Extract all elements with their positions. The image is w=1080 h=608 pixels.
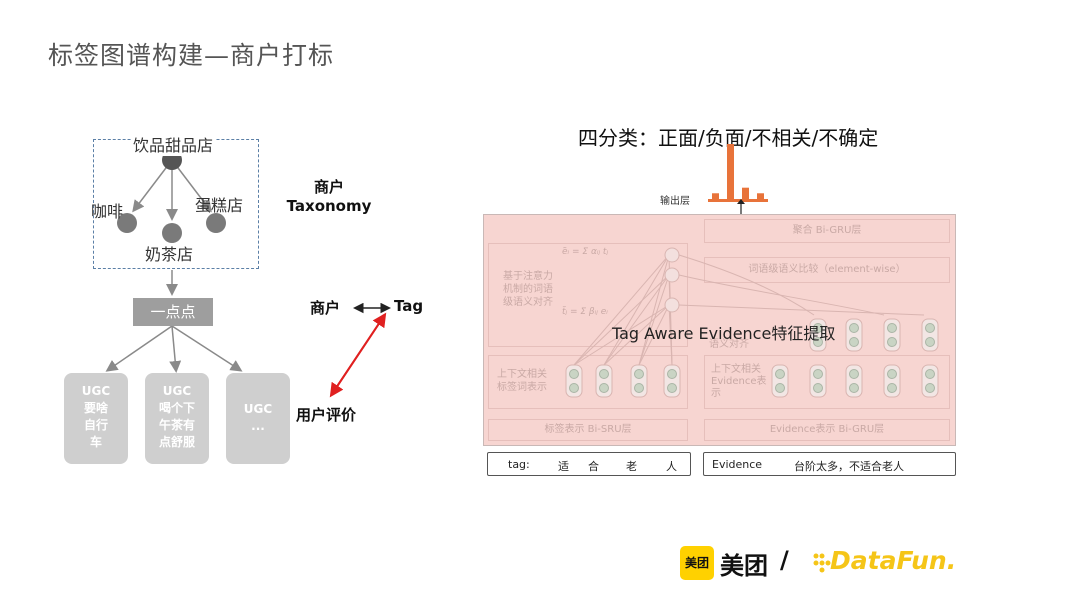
tag-label: tag:: [508, 458, 530, 471]
relation-user-review: 用户评价: [296, 406, 357, 424]
node-milktea-label: 奶茶店: [145, 245, 194, 264]
edge-shop-ugc2: [169, 325, 182, 373]
meituan-logo-text: 美团: [720, 552, 768, 580]
output-bar: [757, 193, 764, 200]
left-context-panel: 上下文相关 标签词表示: [488, 355, 688, 409]
ugc-card: UGC ...: [226, 373, 290, 464]
tag-encoder-layer: 标签表示 Bi-SRU层: [488, 419, 688, 441]
relation-merchant: 商户: [310, 299, 341, 317]
relation-arrows: [329, 302, 391, 398]
edge-shop-ugc3: [171, 325, 243, 372]
tag-char: 合: [588, 460, 599, 473]
overlay-title: Tag Aware Evidence特征提取: [612, 324, 836, 343]
node-milktea: [162, 223, 182, 243]
evidence-input-box: Evidence 台阶太多，不适合老人: [703, 452, 956, 476]
node-coffee: [117, 213, 137, 233]
evidence-text: 台阶太多，不适合老人: [794, 460, 904, 473]
rnn-cell: [883, 364, 901, 398]
formula-2: t̃ⱼ = Σ βᵢⱼ eᵢ: [562, 307, 608, 317]
cell-groups: [565, 318, 939, 398]
rnn-cell: [771, 364, 789, 398]
red-arrow-up: [331, 312, 387, 395]
edge-root-cake: [171, 159, 212, 213]
tag-char: 人: [666, 460, 677, 473]
rnn-cell: [921, 364, 939, 398]
rnn-cell: [595, 364, 613, 398]
meituan-logo-badge: 美团: [680, 546, 714, 580]
right-context-panel: 上下文相关 Evidence表 示: [704, 355, 950, 409]
model-box: 聚合 Bi-GRU层 词语级语义比较（element-wise） 基于注意力 机…: [483, 214, 956, 446]
rnn-cell: [630, 364, 648, 398]
datafun-logo-text: DataFun.: [830, 546, 957, 575]
rnn-cell: [565, 364, 583, 398]
align-label: 语义对齐: [709, 339, 749, 350]
edge-shop-ugc1: [105, 325, 173, 372]
output-layer-label: 输出层: [660, 196, 690, 207]
output-bars: [708, 144, 768, 202]
edge-root-coffee: [132, 159, 173, 213]
brand-slash: /: [780, 546, 789, 574]
node-cake-label: 蛋糕店: [195, 196, 244, 215]
output-bar: [712, 193, 719, 200]
rnn-cell: [809, 318, 827, 352]
taxonomy-label: 商户 Taxonomy: [286, 178, 372, 215]
output-arrow: [737, 199, 745, 214]
rnn-cell: [845, 364, 863, 398]
page-title: 标签图谱构建—商户打标: [48, 41, 335, 70]
formula-1: ẽᵢ = Σ αᵢⱼ tⱼ: [562, 247, 609, 257]
node-cake: [206, 213, 226, 233]
shop-box: 一点点: [133, 298, 213, 326]
output-bar: [742, 187, 749, 200]
datafun-dots-icon: [813, 553, 831, 573]
tag-char: 老: [626, 460, 637, 473]
tag-input-box: tag: 适 合 老 人: [487, 452, 691, 476]
relation-tag: Tag: [394, 297, 424, 315]
tag-char: 适: [558, 460, 569, 473]
evidence-encoder-layer: Evidence表示 Bi-GRU层: [704, 419, 950, 441]
rnn-cell: [845, 318, 863, 352]
output-bar-base: [708, 199, 768, 202]
ugc-card: UGC 喝个下 午茶有 点舒服: [145, 373, 209, 464]
rnn-cell: [921, 318, 939, 352]
output-bar: [727, 144, 734, 200]
ugc-card: UGC 要啥 自行 车: [64, 373, 128, 464]
rnn-cell: [809, 364, 827, 398]
node-root-label: 饮品甜品店: [131, 132, 216, 156]
rnn-cell: [663, 364, 681, 398]
model-wiring: [565, 247, 939, 398]
agg-layer: 聚合 Bi-GRU层: [704, 219, 950, 243]
evidence-label: Evidence: [712, 458, 763, 471]
rnn-cell: [883, 318, 901, 352]
node-coffee-label: 咖啡: [91, 202, 124, 221]
